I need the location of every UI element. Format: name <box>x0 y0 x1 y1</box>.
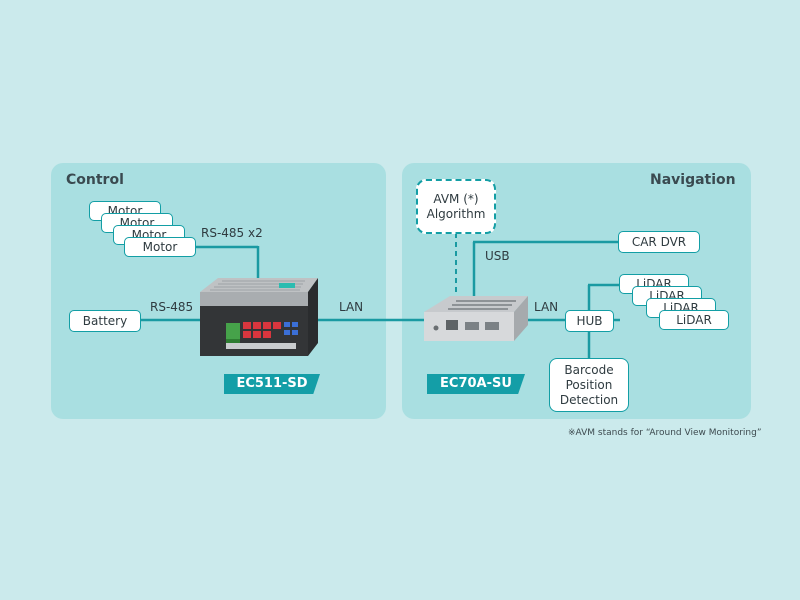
avm-algorithm-box: AVM (*) Algorithm <box>416 179 496 234</box>
ec70a-device-illustration <box>424 296 528 341</box>
rs485x2-label: RS-485 x2 <box>201 226 263 240</box>
lidar-box: LiDAR <box>659 310 729 330</box>
navigation-title: Navigation <box>650 172 736 188</box>
ec511-device-illustration <box>200 278 318 356</box>
battery-box: Battery <box>69 310 141 332</box>
footnote: ※AVM stands for “Around View Monitoring” <box>568 428 762 438</box>
hub-lan-label: LAN <box>534 300 559 314</box>
ec511-device-label: EC511-SD <box>224 374 320 394</box>
control-title: Control <box>66 172 124 188</box>
hub-box: HUB <box>565 310 614 332</box>
barcode-detection-box: Barcode Position Detection <box>549 358 629 412</box>
rs485-label: RS-485 <box>150 300 194 314</box>
motor-box: Motor <box>124 237 196 257</box>
usb-label: USB <box>485 249 510 263</box>
ec70a-device-label: EC70A-SU <box>427 374 525 394</box>
car-dvr-box: CAR DVR <box>618 231 700 253</box>
lan-label: LAN <box>339 300 364 314</box>
